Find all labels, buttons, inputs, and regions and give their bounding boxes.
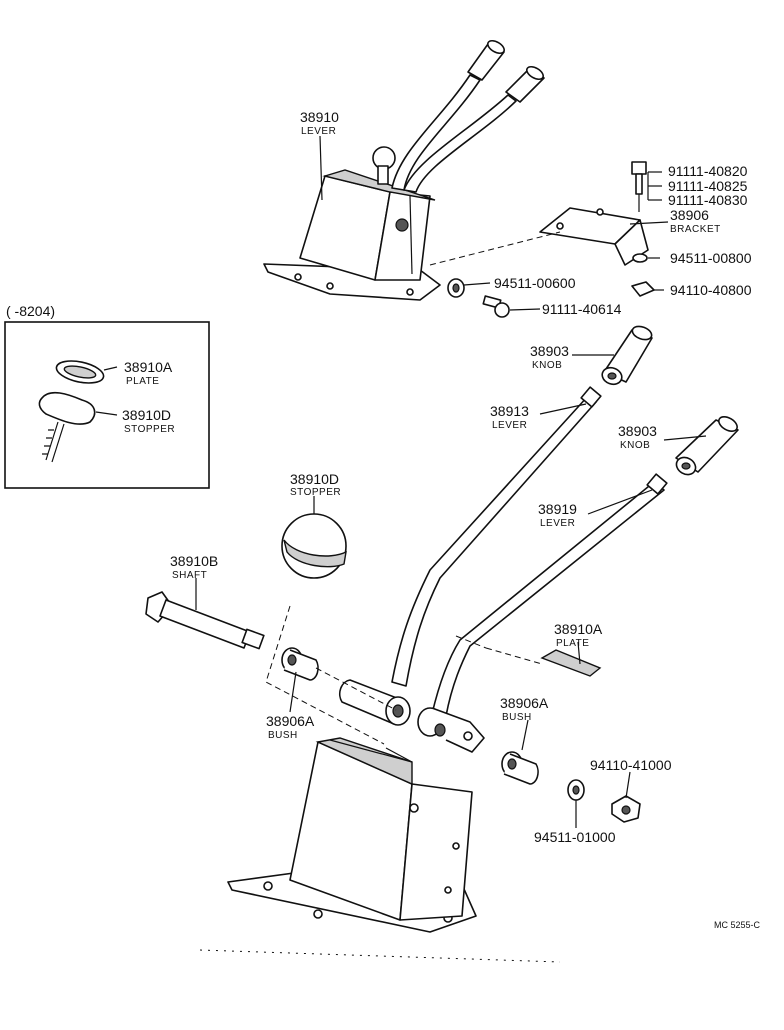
bottom-hardware-drawing [567, 779, 641, 823]
lower-levers-drawing [338, 386, 668, 753]
callout-bolt-40614: 91111-40614 [542, 301, 622, 317]
callout-knob-lower-number: 38903 [618, 423, 657, 439]
plate-right-drawing [455, 635, 602, 677]
callout-nut-40800: 94110-40800 [670, 282, 752, 298]
callout-lever-38913-name: LEVER [492, 420, 527, 431]
callout-bush-right-name: BUSH [502, 712, 532, 723]
inset-range-label: ( -8204) [6, 303, 55, 319]
shaft-drawing [145, 591, 265, 650]
callout-bolt-40820: 91111-40820 [668, 163, 748, 179]
callout-knob-upper-number: 38903 [530, 343, 569, 359]
callout-washer-00600: 94511-00600 [494, 275, 576, 291]
callout-stopper-ball-name: STOPPER [290, 487, 341, 498]
knobs-drawing [601, 325, 739, 476]
callout-38910-number: 38910 [300, 109, 339, 125]
callout-nut-41000: 94110-41000 [590, 757, 672, 773]
callout-plate-right-name: PLATE [556, 638, 589, 649]
callout-bracket-name: BRACKET [670, 224, 721, 235]
callout-lever-38919-name: LEVER [540, 518, 575, 529]
callout-bracket-number: 38906 [670, 207, 709, 223]
top-hardware-drawing [447, 161, 655, 318]
inset-plate-name: PLATE [126, 376, 159, 387]
inset-stopper-name: STOPPER [124, 424, 175, 435]
callout-plate-right-number: 38910A [554, 621, 603, 637]
diagram-code: MC 5255-C [714, 920, 761, 930]
lever-assembly-drawing [263, 39, 545, 301]
bracket-drawing [429, 207, 649, 266]
callout-38910-name: LEVER [301, 126, 336, 137]
bushes-drawing [265, 605, 539, 785]
callout-bush-left-number: 38906A [266, 713, 315, 729]
callout-washer-00800: 94511-00800 [670, 250, 752, 266]
leader-lines [95, 135, 707, 828]
callout-knob-lower-name: KNOB [620, 440, 650, 451]
callout-shaft-name: SHAFT [172, 570, 207, 581]
callout-bush-right-number: 38906A [500, 695, 549, 711]
base-housing-drawing [227, 737, 477, 933]
callout-bolt-40825: 91111-40825 [668, 178, 748, 194]
callout-bolt-40830: 91111-40830 [668, 192, 748, 208]
callout-knob-upper-name: KNOB [532, 360, 562, 371]
inset-stopper-number: 38910D [122, 407, 171, 423]
callout-washer-01000: 94511-01000 [534, 829, 616, 845]
callout-lever-38919-number: 38919 [538, 501, 577, 517]
stopper-ball-drawing [281, 513, 347, 579]
inset-box [4, 321, 210, 489]
callout-shaft-number: 38910B [170, 553, 218, 569]
inset-plate-number: 38910A [124, 359, 173, 375]
callout-stopper-ball-number: 38910D [290, 471, 339, 487]
callout-lever-38913-number: 38913 [490, 403, 529, 419]
callout-bush-left-name: BUSH [268, 730, 298, 741]
